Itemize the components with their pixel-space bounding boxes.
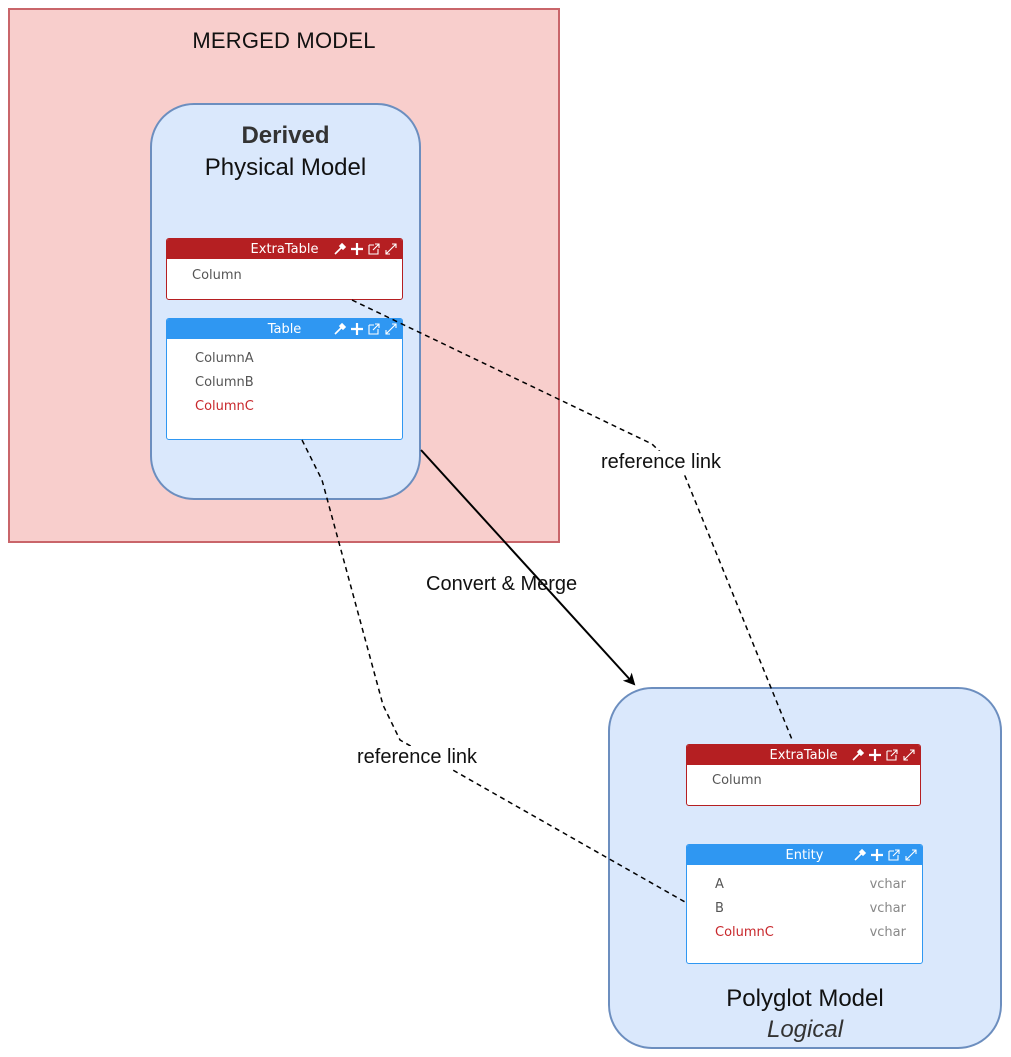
eyedropper-icon[interactable] bbox=[333, 242, 347, 256]
convert-merge-arrow[interactable] bbox=[420, 449, 636, 686]
column-row[interactable]: ColumnA bbox=[195, 351, 254, 366]
plus-icon[interactable] bbox=[868, 748, 882, 762]
derived-extratable-header[interactable]: ExtraTable bbox=[167, 239, 402, 259]
column-row[interactable]: Column bbox=[712, 773, 762, 788]
merged-model-title: MERGED MODEL bbox=[192, 28, 376, 53]
entity-row-name: A bbox=[715, 877, 724, 892]
entity-row-type: vchar bbox=[869, 877, 906, 892]
polyglot-extratable-name: ExtraTable bbox=[769, 747, 838, 763]
polyglot-model-subtitle: Logical bbox=[766, 1016, 844, 1043]
polyglot-entity-name: Entity bbox=[785, 847, 824, 863]
column-row[interactable]: ColumnB bbox=[195, 375, 254, 390]
polyglot-entity[interactable]: Entity A vchar B vchar ColumnC vchar bbox=[686, 844, 923, 964]
table-toolbar bbox=[333, 320, 398, 338]
polyglot-extratable[interactable]: ExtraTable Column bbox=[686, 744, 921, 806]
entity-row-name: ColumnC bbox=[715, 925, 774, 940]
polyglot-entity-header[interactable]: Entity bbox=[687, 845, 922, 865]
reference-link-label-bottom: reference link bbox=[353, 746, 482, 769]
open-external-icon[interactable] bbox=[367, 322, 381, 336]
open-external-icon[interactable] bbox=[885, 748, 899, 762]
physical-model-title: Physical Model bbox=[204, 154, 367, 181]
expand-icon[interactable] bbox=[384, 322, 398, 336]
plus-icon[interactable] bbox=[870, 848, 884, 862]
open-external-icon[interactable] bbox=[887, 848, 901, 862]
plus-icon[interactable] bbox=[350, 322, 364, 336]
expand-icon[interactable] bbox=[902, 748, 916, 762]
table-toolbar bbox=[853, 846, 918, 864]
reference-link-bottom-line[interactable] bbox=[301, 439, 686, 903]
convert-merge-label: Convert & Merge bbox=[426, 573, 578, 595]
expand-icon[interactable] bbox=[904, 848, 918, 862]
entity-row[interactable]: A vchar bbox=[715, 873, 922, 897]
table-toolbar bbox=[851, 746, 916, 764]
entity-row[interactable]: B vchar bbox=[715, 897, 922, 921]
eyedropper-icon[interactable] bbox=[853, 848, 867, 862]
derived-extratable[interactable]: ExtraTable Column bbox=[166, 238, 403, 300]
derived-table[interactable]: Table ColumnA ColumnB ColumnC bbox=[166, 318, 403, 440]
derived-table-name: Table bbox=[267, 321, 302, 337]
plus-icon[interactable] bbox=[350, 242, 364, 256]
entity-row-highlighted[interactable]: ColumnC vchar bbox=[715, 921, 922, 945]
eyedropper-icon[interactable] bbox=[333, 322, 347, 336]
column-row-highlighted[interactable]: ColumnC bbox=[195, 399, 254, 414]
entity-row-type: vchar bbox=[869, 901, 906, 916]
derived-title: Derived bbox=[241, 122, 330, 149]
polyglot-model-title: Polyglot Model bbox=[726, 985, 884, 1012]
entity-row-name: B bbox=[715, 901, 724, 916]
table-toolbar bbox=[333, 240, 398, 258]
reference-link-label-top: reference link bbox=[597, 451, 726, 474]
eyedropper-icon[interactable] bbox=[851, 748, 865, 762]
polyglot-entity-rows: A vchar B vchar ColumnC vchar bbox=[687, 873, 922, 945]
derived-table-header[interactable]: Table bbox=[167, 319, 402, 339]
open-external-icon[interactable] bbox=[367, 242, 381, 256]
column-row[interactable]: Column bbox=[192, 268, 242, 283]
polyglot-extratable-header[interactable]: ExtraTable bbox=[687, 745, 920, 765]
expand-icon[interactable] bbox=[384, 242, 398, 256]
derived-extratable-name: ExtraTable bbox=[250, 241, 319, 257]
derived-table-columns: ColumnA ColumnB ColumnC bbox=[167, 347, 402, 419]
reference-link-top-line[interactable] bbox=[351, 299, 794, 743]
entity-row-type: vchar bbox=[869, 925, 906, 940]
